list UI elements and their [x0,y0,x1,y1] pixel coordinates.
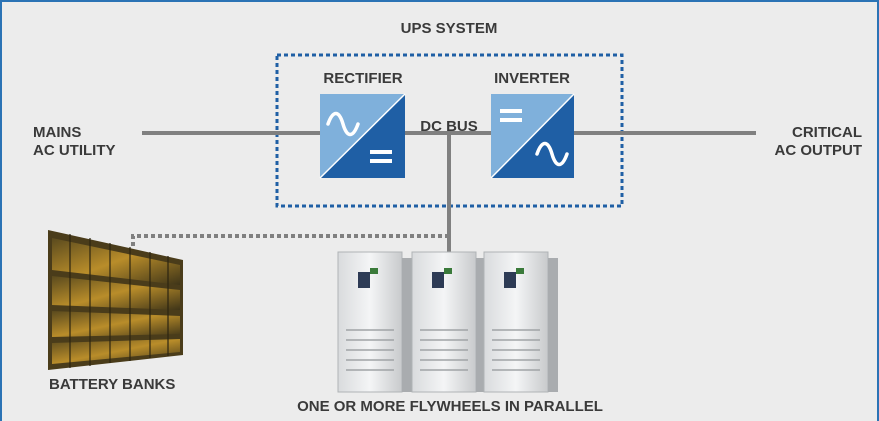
flywheel-cabinet [483,251,558,393]
flywheel-cabinet [337,251,412,393]
inverter-block [490,93,575,179]
mains-label-line2: AC UTILITY [33,142,116,159]
ac-sine-icon [535,141,569,167]
inverter-label: INVERTER [494,70,570,87]
battery-banks-image [48,230,183,370]
critical-label-line1: CRITICAL [792,124,862,141]
flywheel-label: ONE OR MORE FLYWHEELS IN PARALLEL [297,398,603,415]
critical-label-line2: AC OUTPUT [774,142,863,159]
ups-system-title: UPS SYSTEM [400,20,498,37]
battery-feed-line [131,234,449,246]
flywheel-cabinet [411,251,486,393]
rectifier-label: RECTIFIER [323,70,403,87]
rectifier-block [319,93,406,179]
dc-equals-icon [370,150,392,154]
ac-sine-icon [326,111,360,137]
dc-bus-label: DC BUS [420,118,478,135]
flywheel-cabinets [337,251,558,393]
dc-equals-icon [500,109,522,113]
battery-banks-label: BATTERY BANKS [49,376,176,393]
mains-label-line1: MAINS [33,124,82,141]
